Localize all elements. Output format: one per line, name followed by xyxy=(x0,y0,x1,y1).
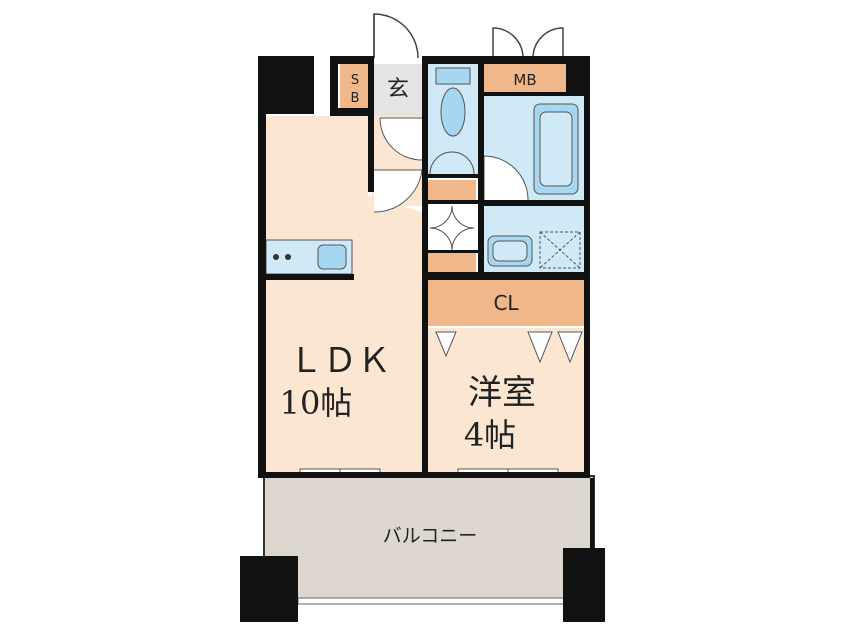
storage-strip-1 xyxy=(428,180,476,200)
toilet-bowl xyxy=(440,87,466,137)
kitchen-sink xyxy=(317,244,347,270)
genkan-label: 玄 xyxy=(387,77,409,102)
mb-box xyxy=(484,64,566,92)
hall-door-swings xyxy=(429,205,475,251)
toilet-door-swing xyxy=(429,151,475,175)
ldk-door-swing xyxy=(373,169,423,213)
yoshitsu-floor xyxy=(428,328,584,472)
sb-label: S B xyxy=(351,73,360,106)
bath-door-swing xyxy=(483,155,529,201)
genkan-floor xyxy=(372,64,424,116)
closet-door-swings xyxy=(435,331,583,364)
bathtub-inner xyxy=(539,111,573,187)
stove-burner-icon xyxy=(273,254,279,260)
mb-door-swing xyxy=(492,27,564,59)
shoe-box xyxy=(340,64,370,108)
toilet-tank xyxy=(435,67,471,85)
entrance-door-swing xyxy=(373,13,419,59)
balcony-railing xyxy=(297,597,566,605)
washer-space xyxy=(539,231,581,269)
storage-strip-2 xyxy=(428,252,476,272)
yoshitsu-name-label: 洋室 xyxy=(468,373,536,413)
balcony-label: バルコニー xyxy=(383,525,478,547)
stove-burner-icon xyxy=(285,254,291,260)
yoshitsu-size-label: 4帖 xyxy=(464,416,516,454)
sb-label-bottom: B xyxy=(351,91,360,106)
mb-label: MB xyxy=(513,71,536,89)
ldk-name-label: ＬＤＫ xyxy=(289,341,391,381)
cl-label: CL xyxy=(493,291,519,315)
ldk-size-label: 10帖 xyxy=(280,384,353,422)
wash-basin-inner xyxy=(492,240,528,262)
sb-label-top: S xyxy=(351,73,359,88)
closet xyxy=(428,280,584,326)
walls xyxy=(240,56,605,622)
